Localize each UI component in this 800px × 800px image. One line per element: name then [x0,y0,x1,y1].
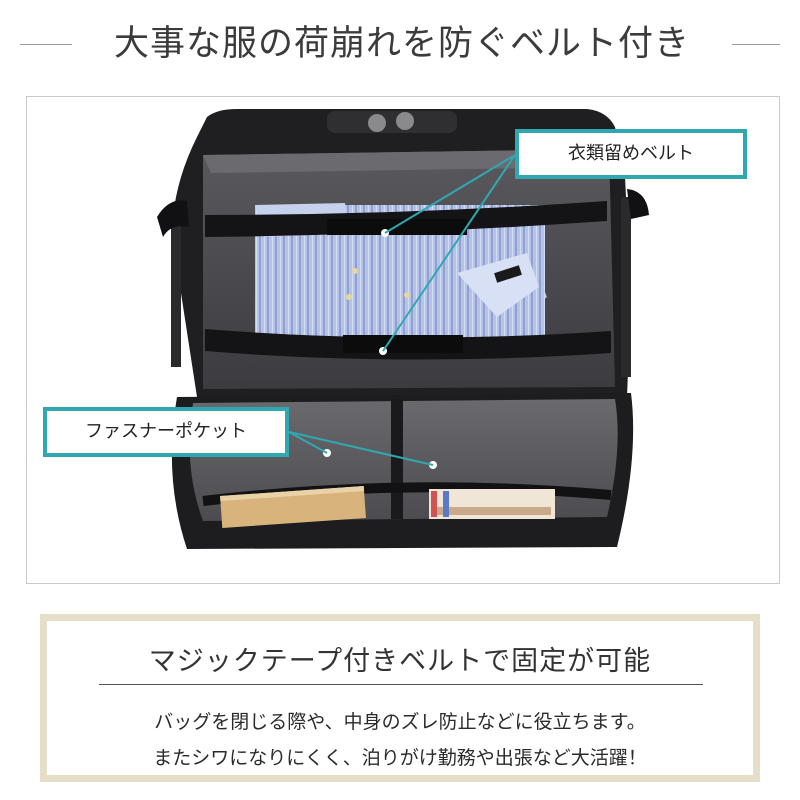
pocket-items [220,486,555,528]
header: 大事な服の荷崩れを防ぐベルト付き [0,0,800,90]
description-line-2: またシワになりにくく、泊りがけ勤務や出張など大活躍！ [153,747,647,769]
header-rule-right [732,44,780,45]
feature-description-box: マジックテープ付きベルトで固定が可能 バッグを閉じる際や、中身のズレ防止などに役… [40,614,760,782]
subtitle-underline [99,684,703,685]
feature-subtitle: マジックテープ付きベルトで固定が可能 [148,646,652,677]
callout-clothing-belt: 衣類留めベルト [515,129,747,179]
bag-illustration [157,109,649,549]
header-rule-left [20,44,72,45]
product-photo: 衣類留めベルト ファスナーポケット [26,96,780,584]
clothing-belts [205,201,611,360]
description-line-1: バッグを閉じる際や、中身のズレ防止などに役立ちます。 [154,711,646,733]
callout-zipper-pocket: ファスナーポケット [43,407,289,457]
callout-pointer-lines [288,154,516,466]
page-title: 大事な服の荷崩れを防ぐベルト付き [113,24,690,64]
